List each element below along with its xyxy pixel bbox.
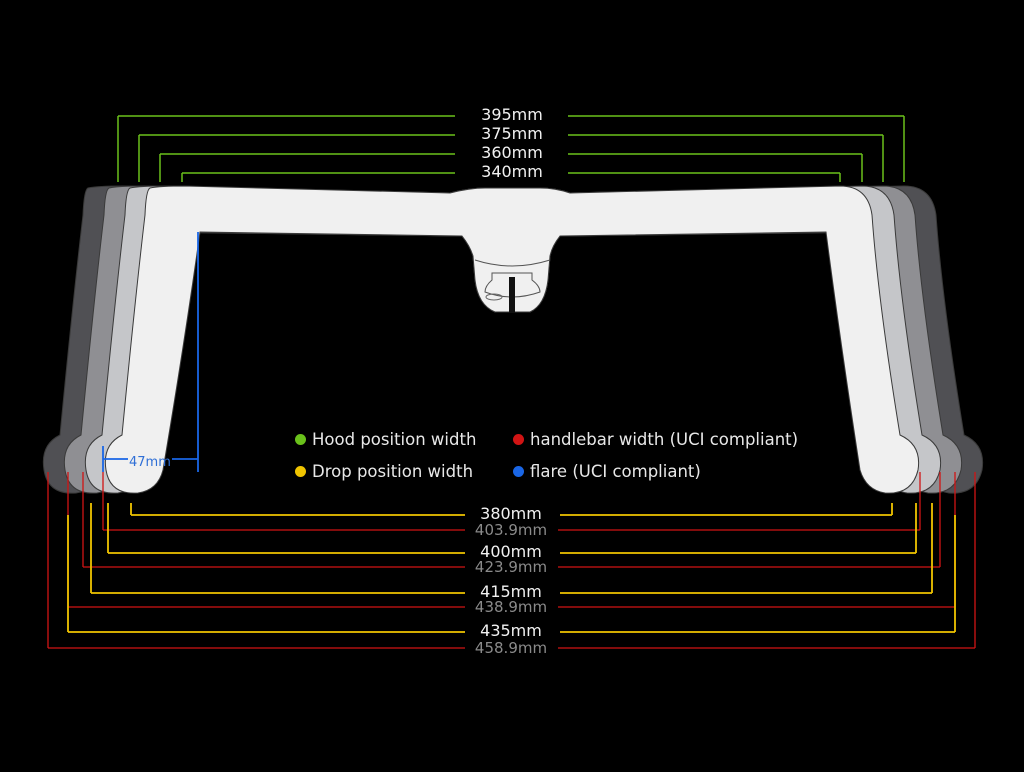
handlebar-width-label: 458.9mm (474, 639, 548, 657)
drop-width-label: 415mm (480, 582, 542, 601)
legend-item-hood: Hood position width (295, 430, 476, 449)
handlebar-width-label: 423.9mm (474, 558, 548, 576)
hood-width-label: 340mm (481, 162, 543, 181)
flare-label: 47mm (129, 455, 171, 470)
hood-width-label: 395mm (481, 105, 543, 124)
blue-dot-icon (513, 466, 524, 477)
stem-bolt-icon (485, 293, 503, 301)
legend-label: flare (UCI compliant) (530, 462, 701, 481)
legend-item-drop: Drop position width (295, 462, 473, 481)
hood-width-label: 360mm (481, 143, 543, 162)
legend-label: Drop position width (312, 462, 474, 481)
handlebar-width-label: 438.9mm (474, 598, 548, 616)
legend-label: Hood position width (312, 430, 477, 449)
stem-clamp-icon (484, 272, 541, 298)
handlebar-width-label: 403.9mm (474, 521, 548, 539)
drop-width-label: 380mm (480, 504, 542, 523)
stem-slot (509, 277, 515, 313)
stem-detail-line (474, 259, 551, 267)
legend-item-handlebar-width: handlebar width (UCI compliant) (513, 430, 798, 449)
yellow-dot-icon (295, 466, 306, 477)
green-dot-icon (295, 434, 306, 445)
drop-width-label: 435mm (480, 621, 542, 640)
legend-item-flare: flare (UCI compliant) (513, 462, 701, 481)
legend-label: handlebar width (UCI compliant) (530, 430, 799, 449)
hood-width-label: 375mm (481, 124, 543, 143)
drop-width-label: 400mm (480, 542, 542, 561)
red-dot-icon (513, 434, 524, 445)
handlebar-size-4 (104, 185, 920, 494)
